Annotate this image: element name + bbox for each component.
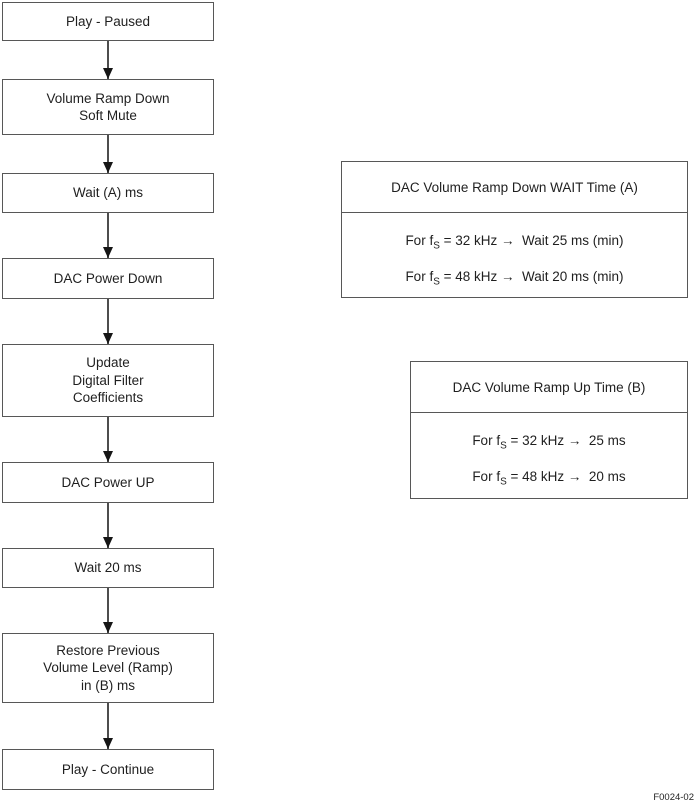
fs-subscript: S	[433, 240, 440, 252]
flow-node-label: Restore Previous	[56, 642, 160, 658]
flow-node-label: Digital Filter	[72, 372, 144, 388]
info-row-prefix: For f	[405, 233, 434, 248]
flow-node-label: Update	[86, 355, 130, 371]
flow-node-wait-a-ms: Wait (A) ms	[2, 173, 214, 213]
fs-subscript: S	[500, 440, 507, 452]
flow-node-label: Play - Continue	[61, 761, 155, 777]
info-row-value: = 48 kHz → 20 ms	[506, 469, 626, 484]
flow-arrow-6	[107, 503, 109, 548]
info-row-value: = 32 kHz → Wait 25 ms (min)	[439, 233, 624, 248]
flow-node-play-continue: Play - Continue	[2, 749, 214, 790]
flow-node-label: Soft Mute	[79, 108, 137, 123]
info-row-value: = 48 kHz → Wait 20 ms (min)	[439, 269, 624, 284]
flow-node-label: Wait (A) ms	[73, 185, 143, 201]
info-row-prefix: For f	[472, 469, 501, 484]
info-row-fs48: For fS = 48 kHz → 20 ms	[472, 469, 626, 488]
flow-node-restore-volume: Restore Previous Volume Level (Ramp) in …	[2, 633, 214, 703]
fs-subscript: S	[433, 276, 440, 288]
fs-subscript: S	[500, 476, 507, 488]
flow-arrow-8	[107, 703, 109, 749]
flow-node-label: Wait 20 ms	[74, 560, 142, 576]
flow-node-dac-power-up: DAC Power UP	[2, 462, 214, 503]
info-box-title: DAC Volume Ramp Down WAIT Time (A)	[342, 162, 687, 213]
info-box-body: For fS = 32 kHz → 25 ms For fS = 48 kHz …	[411, 413, 687, 505]
info-box-body: For fS = 32 kHz → Wait 25 ms (min) For f…	[342, 213, 687, 305]
info-box-ramp-down-wait-time-a: DAC Volume Ramp Down WAIT Time (A) For f…	[341, 161, 688, 298]
flow-node-play-paused: Play - Paused	[2, 2, 214, 41]
info-row-fs32: For fS = 32 kHz → 25 ms	[472, 433, 626, 452]
info-box-title: DAC Volume Ramp Up Time (B)	[411, 362, 687, 413]
flow-node-label: Coefficients	[72, 390, 144, 406]
flow-arrow-2	[107, 135, 109, 173]
flow-node-label: Volume Level (Ramp)	[43, 660, 173, 676]
flow-node-dac-power-down: DAC Power Down	[2, 258, 214, 299]
flow-node-volume-ramp-down: Volume Ramp Down Soft Mute	[2, 79, 214, 135]
flow-arrow-4	[107, 299, 109, 344]
flow-arrow-5	[107, 417, 109, 462]
info-row-prefix: For f	[472, 433, 501, 448]
flow-node-wait-20-ms: Wait 20 ms	[2, 548, 214, 588]
flow-node-label: in (B) ms	[81, 677, 135, 693]
info-row-prefix: For f	[405, 269, 434, 284]
flow-arrow-7	[107, 588, 109, 633]
flow-arrow-3	[107, 213, 109, 258]
flow-node-update-coefficients: Update Digital Filter Coefficients	[2, 344, 214, 417]
figure-label: F0024-02	[653, 792, 694, 803]
flow-node-label: DAC Power UP	[61, 474, 155, 490]
flow-node-label: Play - Paused	[65, 13, 151, 29]
flow-node-label: Volume Ramp Down	[46, 90, 170, 106]
info-box-ramp-up-time-b: DAC Volume Ramp Up Time (B) For fS = 32 …	[410, 361, 688, 499]
info-row-fs32: For fS = 32 kHz → Wait 25 ms (min)	[405, 233, 624, 252]
info-row-fs48: For fS = 48 kHz → Wait 20 ms (min)	[405, 269, 624, 288]
info-row-value: = 32 kHz → 25 ms	[506, 433, 626, 448]
flow-node-label: DAC Power Down	[53, 270, 163, 286]
flow-arrow-1	[107, 41, 109, 79]
